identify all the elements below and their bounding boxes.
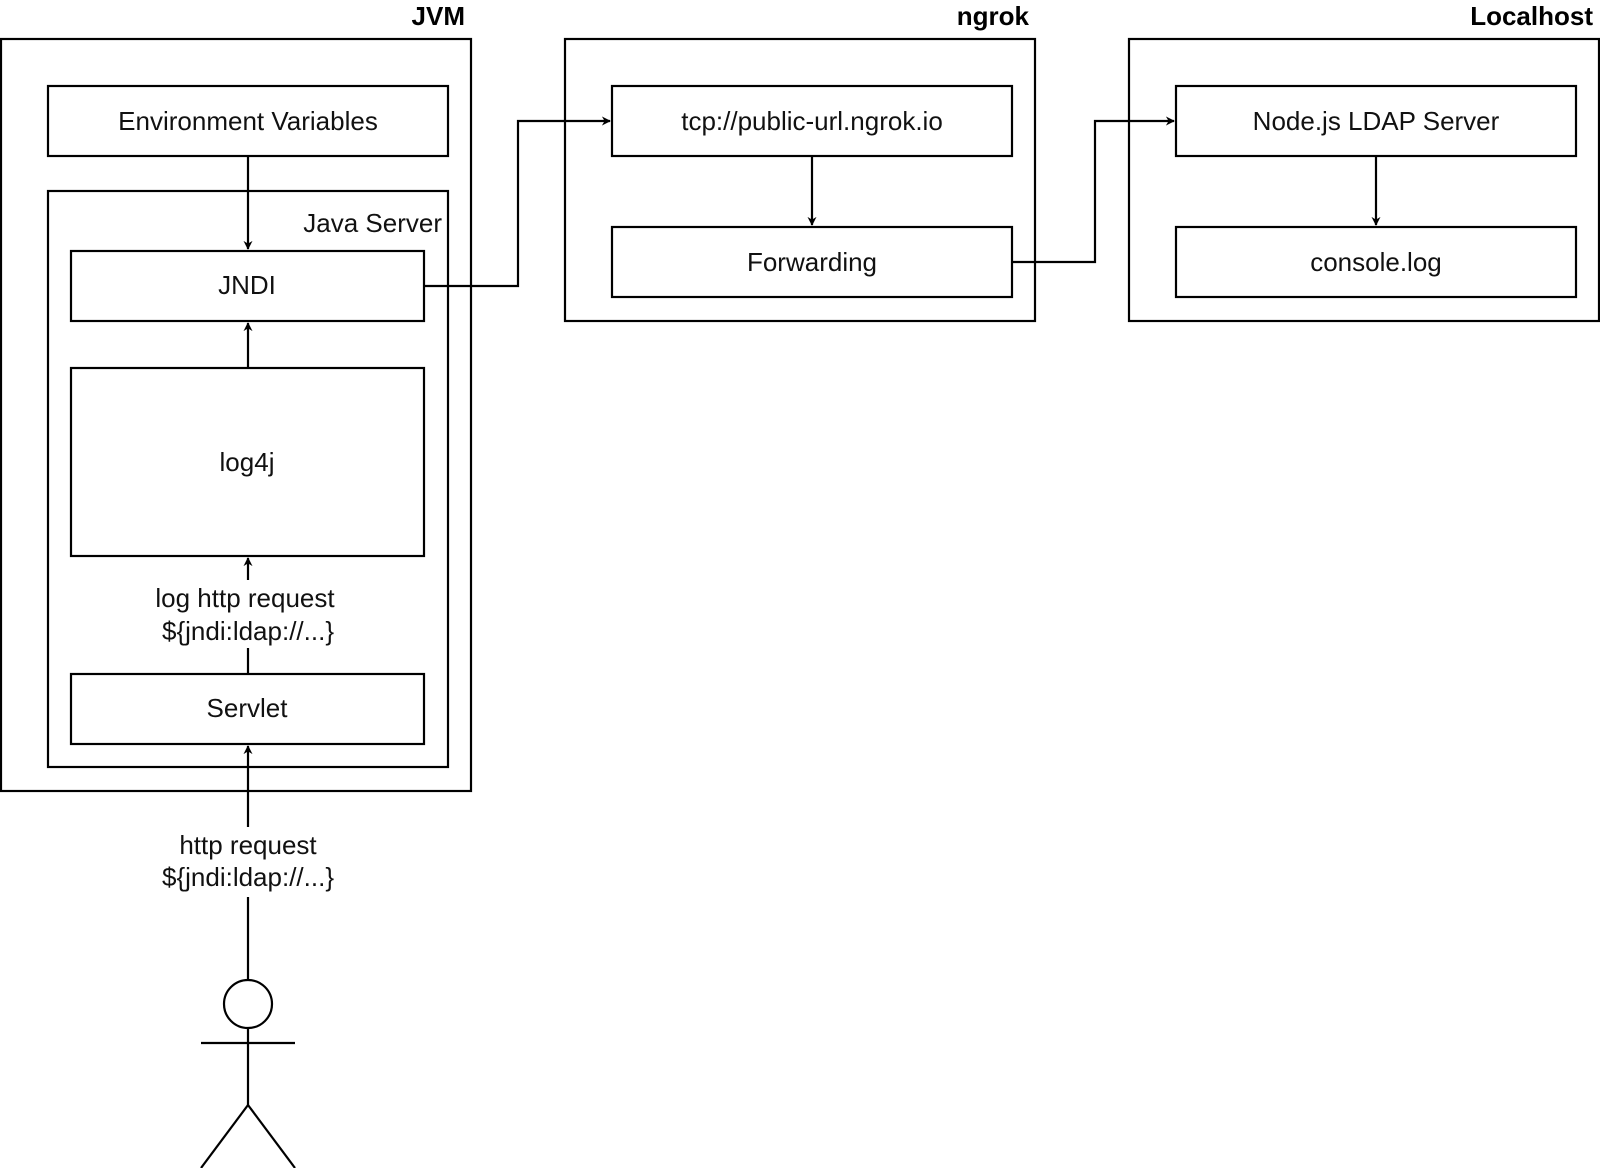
ldap-server-label: Node.js LDAP Server [1253, 106, 1500, 136]
localhost-group-title: Localhost [1470, 1, 1593, 31]
http-request-label-bg [150, 827, 344, 897]
jndi-to-tcp-arrow [424, 116, 611, 288]
java-server-label: Java Server [303, 208, 442, 238]
ngrok-group-title: ngrok [957, 1, 1030, 31]
user-actor-icon [200, 978, 296, 1168]
environment-variables-node: Environment Variables [46, 84, 450, 158]
http-request-label-line2: ${jndi:ldap://...} [162, 862, 334, 892]
forwarding-to-ldap-arrow [1012, 116, 1175, 264]
console-log-label: console.log [1310, 247, 1442, 277]
tcp-url-label: tcp://public-url.ngrok.io [681, 106, 943, 136]
log4j-node: log4j [69, 366, 426, 558]
log-request-label-bg [150, 580, 344, 648]
forwarding-node: Forwarding [610, 225, 1014, 299]
log4j-label: log4j [220, 447, 275, 477]
jndi-node: JNDI [69, 249, 426, 323]
jndi-label: JNDI [218, 270, 276, 300]
console-log-node: console.log [1174, 225, 1578, 299]
log-request-label-line1: log http request [155, 583, 335, 613]
servlet-node: Servlet [69, 672, 426, 746]
http-request-label-line1: http request [179, 830, 317, 860]
environment-variables-label: Environment Variables [118, 106, 378, 136]
jvm-group-title: JVM [412, 1, 465, 31]
ldap-server-node: Node.js LDAP Server [1174, 84, 1578, 158]
log-request-label-line2: ${jndi:ldap://...} [162, 616, 334, 646]
tcp-url-node: tcp://public-url.ngrok.io [610, 84, 1014, 158]
servlet-label: Servlet [207, 693, 289, 723]
forwarding-label: Forwarding [747, 247, 877, 277]
